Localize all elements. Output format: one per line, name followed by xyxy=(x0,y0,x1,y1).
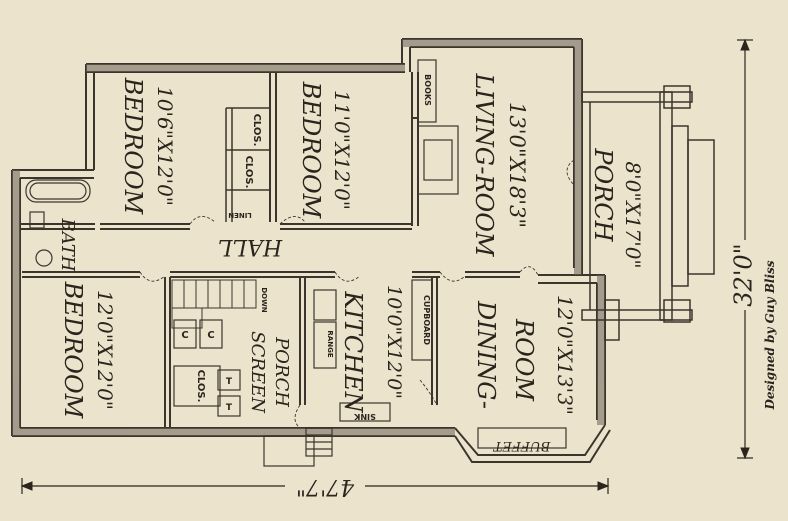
room-name-hall: HALL xyxy=(218,234,283,259)
door-swings xyxy=(139,159,575,429)
designer-credit: Designed by Guy Bliss xyxy=(763,260,777,410)
label-sink: SINK xyxy=(353,412,375,421)
room-name-dining-line1: DINING- xyxy=(472,300,500,409)
room-name-porch: PORCH xyxy=(589,147,617,242)
room-name-screen-porch-line2: PORCH xyxy=(271,336,292,407)
label-clos-1: CLOS. xyxy=(251,114,262,147)
dimension-width: 47'7" xyxy=(296,474,355,499)
room-name-screen-porch-line1: SCREEN xyxy=(247,331,268,414)
label-range: RANGE xyxy=(326,330,334,357)
room-labels: BEDROOM 10'6"X12'0" BEDROOM 11'0"X12'0" … xyxy=(57,73,645,420)
room-name-bedroom-bottom: BEDROOM xyxy=(59,281,87,420)
room-name-bedroom-top-mid: BEDROOM xyxy=(297,81,325,220)
room-size-bedroom-top-left: 10'6"X12'0" xyxy=(153,86,177,206)
label-c2: C xyxy=(207,330,214,341)
label-books: BOOKS xyxy=(423,74,432,106)
label-buffet: BUFFET xyxy=(492,438,551,453)
wall-fill xyxy=(12,39,605,436)
label-clos-3: CLOS. xyxy=(195,370,206,403)
room-size-bedroom-bottom: 12'0"X12'0" xyxy=(93,290,117,410)
label-t1: T xyxy=(226,377,233,387)
label-t2: T xyxy=(226,403,233,413)
fixture-labels: CLOS. CLOS. LINEN BOOKS DOWN RANGE CUPBO… xyxy=(181,74,551,453)
room-size-living-room: 13'0"X18'3" xyxy=(505,102,529,228)
room-name-kitchen: KITCHEN xyxy=(339,290,367,413)
label-clos-2: CLOS. xyxy=(243,156,254,189)
label-cupboard: CUPBOARD xyxy=(422,295,431,345)
room-name-living-room: LIVING-ROOM xyxy=(470,73,498,258)
room-size-dining: 12'0"X13'3" xyxy=(553,295,577,415)
room-name-bath: BATH xyxy=(57,218,78,272)
label-c1: C xyxy=(181,330,188,341)
room-size-porch: 8'0"X17'0" xyxy=(621,161,645,268)
room-name-bedroom-top-left: BEDROOM xyxy=(119,77,147,216)
label-linen: LINEN xyxy=(228,211,252,219)
dimension-depth: 32'0" xyxy=(730,243,758,306)
room-name-dining-line2: ROOM xyxy=(510,318,538,402)
room-size-bedroom-top-mid: 11'0"X12'0" xyxy=(330,90,354,210)
fixtures xyxy=(25,59,715,467)
label-down: DOWN xyxy=(260,287,268,312)
room-size-kitchen: 10'0"X12'0" xyxy=(383,285,405,399)
